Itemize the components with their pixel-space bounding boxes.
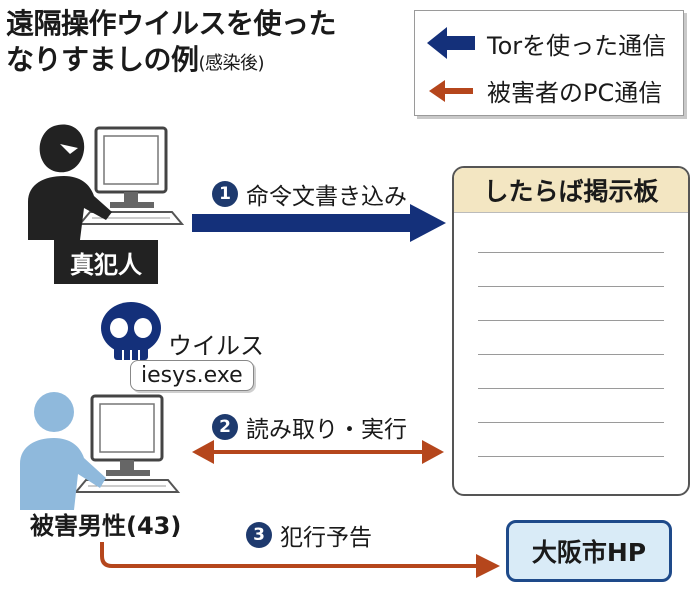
step-2-label: 2 読み取り・実行 (212, 410, 407, 444)
board-line (478, 320, 664, 321)
legend: Torを使った通信 被害者のPC通信 (414, 10, 684, 116)
step-3-text: 犯行予告 (280, 525, 372, 551)
legend-pc-label: 被害者のPC通信 (487, 79, 663, 107)
tor-arrow-icon (427, 27, 475, 59)
pc-arrow-icon (429, 79, 473, 102)
target-osaka-hp: 大阪市HP (506, 520, 672, 582)
title-subtitle: (感染後) (198, 53, 265, 74)
board-line (478, 388, 664, 389)
diagram-title: 遠隔操作ウイルスを使った なりすましの例(感染後) (6, 6, 337, 82)
pc-arrow-step-2 (192, 440, 444, 464)
step-1-label: 1 命令文書き込み (212, 177, 407, 211)
computer-icon (77, 126, 185, 225)
perpetrator-label: 真犯人 (54, 240, 158, 284)
title-line-2: なりすましの例(感染後) (6, 42, 336, 82)
step-3-label: 3 犯行予告 (246, 518, 372, 552)
perpetrator-illustration (28, 124, 185, 240)
legend-tor-label: Torを使った通信 (487, 31, 667, 60)
pc-arrow-step-3 (100, 542, 500, 578)
step-1-text: 命令文書き込み (246, 184, 407, 210)
board-title: したらば掲示板 (454, 168, 688, 213)
board-line (478, 456, 664, 457)
victim-illustration (20, 392, 181, 510)
virus-filename: iesys.exe (130, 360, 254, 391)
title-line-2-main: なりすましの例 (6, 43, 199, 76)
step-3-badge: 3 (246, 522, 272, 548)
victim-label: 被害男性(43) (30, 512, 182, 540)
step-2-text: 読み取り・実行 (246, 417, 407, 443)
title-line-1: 遠隔操作ウイルスを使った (6, 7, 337, 40)
board-line (478, 286, 664, 287)
tor-arrow-step-1 (192, 204, 446, 242)
perpetrator-figure-icon (28, 124, 112, 240)
victim-figure-icon (20, 392, 106, 510)
board-line (478, 252, 664, 253)
step-1-badge: 1 (212, 181, 238, 207)
step-2-badge: 2 (212, 414, 238, 440)
virus-label: ウイルス (168, 332, 264, 360)
legend-item-pc: 被害者のPC通信 (425, 73, 662, 108)
legend-item-tor: Torを使った通信 (425, 25, 666, 61)
bulletin-board: したらば掲示板 (452, 166, 690, 496)
skull-icon (101, 302, 161, 360)
board-line (478, 422, 664, 423)
board-line (478, 354, 664, 355)
